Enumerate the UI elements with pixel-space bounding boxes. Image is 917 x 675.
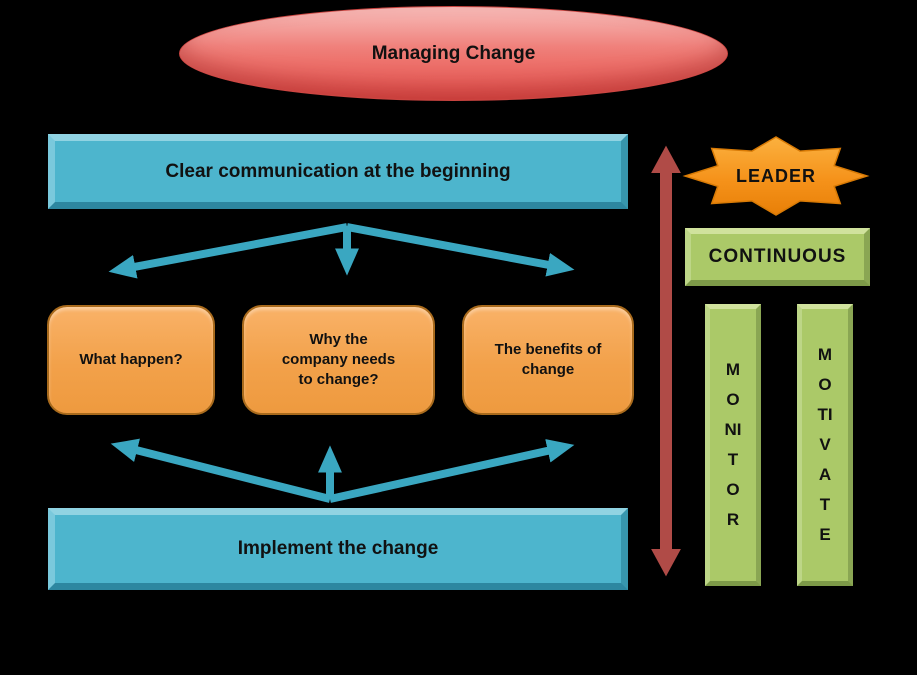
leader-star-label: LEADER — [685, 137, 867, 215]
monitor-text: MONITOR — [724, 360, 742, 529]
pillar-monitor: MONITOR — [705, 304, 761, 586]
title-text: Managing Change — [371, 42, 536, 64]
pillar-motivate: MOTIVATE — [797, 304, 853, 586]
continuous-box: CONTINUOUS — [685, 228, 870, 286]
banner-clear-communication: Clear communication at the beginning — [48, 134, 628, 209]
arrow-up-right — [329, 439, 575, 503]
banner-implement-change: Implement the change — [48, 508, 628, 590]
banner-top-text: Clear communication at the beginning — [165, 160, 511, 182]
motivate-text: MOTIVATE — [817, 345, 833, 544]
arrow-up-left — [110, 438, 331, 503]
bottom-arrow-fan — [110, 438, 575, 503]
question-box-why-change: Why the company needs to change? — [242, 305, 435, 415]
leader-text: LEADER — [735, 165, 816, 186]
question-text: The benefits of change — [494, 341, 602, 378]
question-box-what-happen: What happen? — [47, 305, 215, 415]
top-arrow-fan — [108, 223, 575, 279]
question-box-benefits: The benefits of change — [462, 305, 634, 415]
arrow-down-left — [108, 223, 348, 279]
banner-bottom-text: Implement the change — [237, 538, 439, 559]
question-text: What happen? — [79, 351, 183, 368]
continuous-text: CONTINUOUS — [708, 246, 847, 267]
arrow-down-right — [346, 223, 575, 277]
question-text: Why the company needs to change? — [281, 331, 396, 388]
title-ellipse: Managing Change — [179, 6, 728, 101]
